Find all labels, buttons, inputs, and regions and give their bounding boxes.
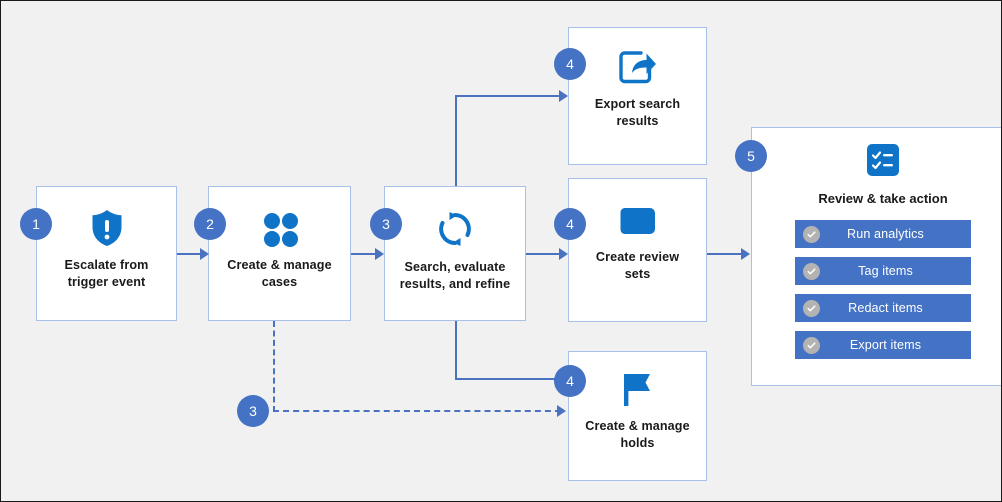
checklist-icon	[867, 144, 899, 181]
node-create-manage-cases[interactable]: Create & manage cases	[208, 186, 351, 321]
action-button-redact-items[interactable]: Redact items	[795, 294, 971, 322]
check-circle-icon	[803, 262, 820, 280]
connector-search-to-holds-horizontal	[455, 378, 563, 380]
action-button-export-items[interactable]: Export items	[795, 331, 971, 359]
node-escalate-from-trigger-event[interactable]: Escalate from trigger event	[36, 186, 177, 321]
action-label-run-analytics: Run analytics	[847, 227, 924, 241]
badge-step-5: 5	[735, 140, 767, 172]
arrowhead-cases-to-search	[375, 248, 384, 260]
badge-step-3: 3	[370, 208, 402, 240]
node-label-holds: Create & manage holds	[585, 419, 690, 450]
export-share-icon	[569, 48, 706, 86]
check-circle-icon	[803, 225, 820, 243]
badge-step-4-export: 4	[554, 48, 586, 80]
connector-escalate-to-cases	[177, 253, 202, 255]
badge-hold-connector: 3	[237, 395, 269, 427]
action-button-tag-items[interactable]: Tag items	[795, 257, 971, 285]
action-label-redact-items: Redact items	[848, 301, 923, 315]
connector-search-to-export-horizontal	[455, 95, 563, 97]
arrowhead-search-to-export	[559, 90, 568, 102]
node-label-cases: Create & manage cases	[227, 258, 332, 289]
connector-cases-to-holds-vertical-dashed	[273, 321, 275, 412]
panel-review-and-take-action[interactable]: Review & take action Run analytics Tag i…	[751, 127, 1001, 386]
connector-cases-to-holds-horizontal-dashed	[273, 410, 561, 412]
badge-step-4-review-sets: 4	[554, 208, 586, 240]
arrowhead-reviewsets-to-panel	[741, 248, 750, 260]
check-circle-icon	[803, 336, 820, 354]
node-label-export-search: Export search results	[594, 97, 681, 128]
flag-icon	[569, 370, 706, 408]
node-label-escalate: Escalate from trigger event	[64, 258, 149, 289]
stacked-layers-icon	[569, 203, 706, 239]
node-create-review-sets[interactable]: Create review sets	[568, 178, 707, 322]
four-dots-icon	[209, 211, 350, 247]
action-label-tag-items: Tag items	[858, 264, 913, 278]
connector-search-to-reviewsets	[526, 253, 562, 255]
badge-step-1: 1	[20, 208, 52, 240]
node-create-manage-holds[interactable]: Create & manage holds	[568, 351, 707, 481]
badge-step-4-holds: 4	[554, 365, 586, 397]
panel-title: Review & take action	[818, 191, 948, 206]
action-button-list: Run analytics Tag items Redact items	[795, 220, 971, 359]
connector-search-to-holds-vertical	[455, 321, 457, 380]
arrowhead-escalate-to-cases	[200, 248, 209, 260]
refresh-cycle-icon	[385, 209, 525, 249]
connector-search-to-export-vertical	[455, 96, 457, 188]
node-export-search-results[interactable]: Export search results	[568, 27, 707, 165]
shield-alert-icon	[37, 209, 176, 247]
arrowhead-cases-to-holds	[557, 405, 566, 417]
connector-cases-to-search	[351, 253, 377, 255]
badge-step-2: 2	[194, 208, 226, 240]
node-label-search: Search, evaluate results, and refine	[399, 260, 511, 291]
node-search-evaluate-refine[interactable]: Search, evaluate results, and refine	[384, 186, 526, 321]
connector-reviewsets-to-panel	[707, 253, 745, 255]
action-label-export-items: Export items	[849, 338, 922, 352]
node-label-review-sets: Create review sets	[595, 250, 680, 281]
action-button-run-analytics[interactable]: Run analytics	[795, 220, 971, 248]
check-circle-icon	[803, 299, 820, 317]
arrowhead-search-to-reviewsets	[559, 248, 568, 260]
